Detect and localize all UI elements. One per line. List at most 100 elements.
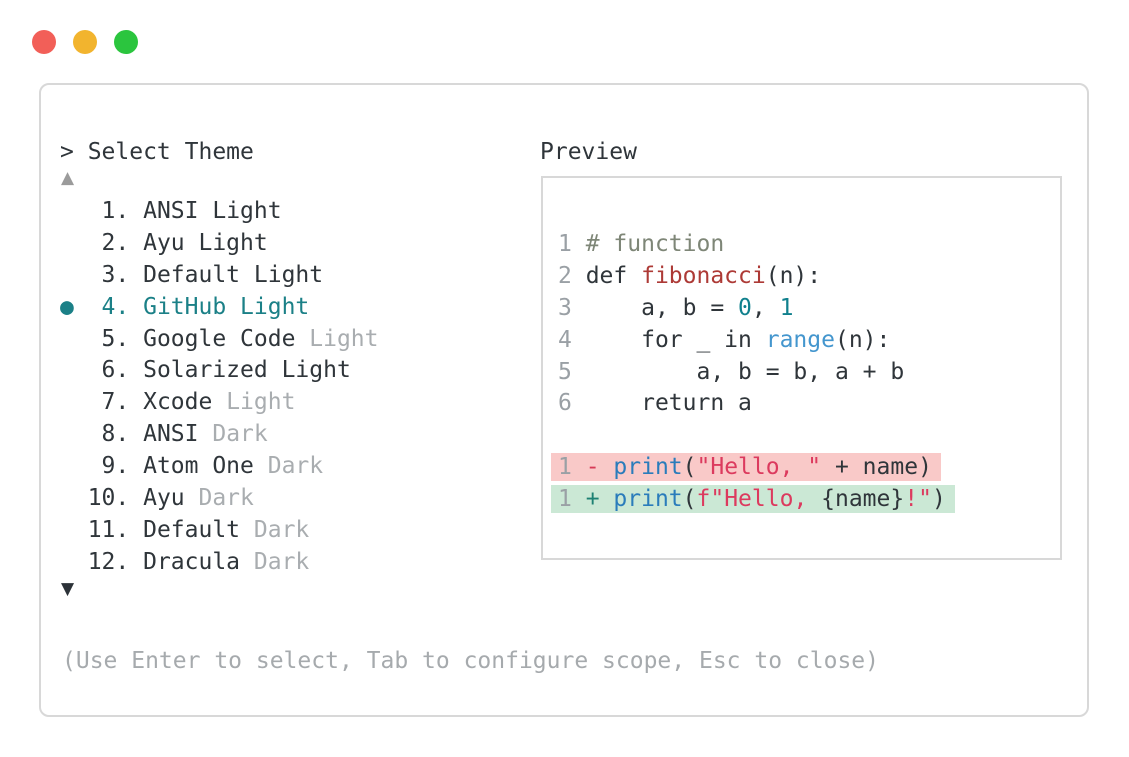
maximize-window-icon[interactable]: [114, 30, 138, 54]
token-text: {name}: [821, 486, 905, 513]
theme-item-google-code-light[interactable]: 5. Google Code Light: [60, 324, 500, 356]
bullet-placeholder: [60, 357, 74, 383]
theme-name: Google Code: [129, 325, 296, 352]
theme-item-ansi-light[interactable]: 1. ANSI Light: [60, 196, 500, 228]
selected-bullet-icon: ●: [60, 293, 74, 320]
theme-variant: Light: [295, 325, 379, 352]
theme-variant: Light: [267, 357, 351, 384]
line-number: 4: [558, 326, 586, 353]
token-num: 1: [779, 294, 794, 321]
theme-name: Xcode: [129, 389, 213, 416]
bullet-placeholder: [60, 421, 74, 447]
token-print: print: [613, 454, 683, 481]
theme-item-dracula-dark[interactable]: 12. Dracula Dark: [60, 547, 500, 579]
theme-number: 4.: [73, 293, 130, 320]
theme-item-ansi-dark[interactable]: 8. ANSI Dark: [60, 419, 500, 451]
code-line: 1 # function: [543, 229, 1060, 261]
token-string: f"Hello,: [696, 486, 822, 513]
theme-item-github-light[interactable]: ● 4. GitHub Light: [60, 292, 500, 324]
theme-variant: Light: [226, 293, 310, 320]
theme-variant: Light: [212, 389, 296, 416]
bullet-placeholder: [60, 262, 74, 288]
theme-item-solarized-light[interactable]: 6. Solarized Light: [60, 355, 500, 387]
theme-name: Default: [129, 516, 241, 543]
close-window-icon[interactable]: [32, 30, 56, 54]
theme-name: GitHub: [129, 293, 227, 320]
minimize-window-icon[interactable]: [73, 30, 97, 54]
theme-item-xcode-light[interactable]: 7. Xcode Light: [60, 387, 500, 419]
token-func: fibonacci: [641, 262, 766, 289]
theme-item-default-light[interactable]: 3. Default Light: [60, 260, 500, 292]
theme-item-default-dark[interactable]: 11. Default Dark: [60, 515, 500, 547]
token-comment: # function: [585, 231, 725, 257]
theme-number: 12.: [73, 548, 130, 575]
bullet-placeholder: [60, 453, 74, 479]
code-line: [543, 420, 1060, 452]
bullet-placeholder: [60, 230, 74, 256]
theme-variant: Dark: [198, 421, 268, 448]
token-text: (n):: [765, 262, 822, 289]
token-text: a, b = b, a + b: [585, 358, 905, 385]
scroll-down-icon[interactable]: ▼: [61, 579, 75, 599]
theme-number: 1.: [73, 198, 130, 224]
diff-line-del: 1 - print("Hello, " + name): [543, 452, 1060, 484]
diff-line-add: 1 + print(f"Hello, {name}!"): [543, 484, 1060, 516]
token-text: (n):: [834, 326, 891, 353]
theme-number: 2.: [73, 229, 130, 256]
theme-item-ayu-dark[interactable]: 10. Ayu Dark: [60, 483, 500, 515]
token-text: ,: [751, 294, 780, 321]
token-print: print: [613, 486, 683, 513]
token-string: !": [904, 486, 932, 513]
theme-variant: Light: [184, 229, 268, 256]
theme-number: 10.: [73, 485, 130, 512]
theme-item-ayu-light[interactable]: 2. Ayu Light: [60, 228, 500, 260]
bullet-placeholder: [60, 517, 74, 543]
bullet-placeholder: [60, 326, 74, 352]
code-line: 6 return a: [543, 388, 1060, 420]
line-number: 1: [558, 486, 586, 513]
theme-name: Ayu: [129, 485, 185, 512]
token-num: 0: [738, 294, 752, 321]
line-number: 5: [558, 358, 586, 385]
theme-variant: Dark: [240, 548, 310, 575]
theme-number: 3.: [73, 261, 130, 288]
line-number: 1: [558, 454, 586, 481]
line-number: 6: [558, 390, 586, 417]
select-theme-prompt: > Select Theme: [60, 139, 254, 165]
line-number: 2: [558, 262, 586, 289]
theme-variant: Dark: [253, 453, 324, 480]
theme-list: 1. ANSI Light 2. Ayu Light 3. Default Li…: [60, 196, 500, 579]
theme-item-atom-one-dark[interactable]: 9. Atom One Dark: [60, 451, 500, 483]
theme-picker-panel: > Select Theme ▲ 1. ANSI Light 2. Ayu Li…: [39, 83, 1089, 717]
theme-number: 9.: [73, 453, 130, 480]
keyboard-hints: (Use Enter to select, Tab to configure s…: [62, 648, 879, 674]
token-string: "Hello, ": [696, 454, 822, 481]
code-line: 5 a, b = b, a + b: [543, 357, 1060, 389]
token-del: -: [585, 454, 614, 481]
theme-variant: Dark: [240, 516, 310, 543]
code-line: 2 def fibonacci(n):: [543, 261, 1060, 293]
window-controls: [32, 30, 138, 54]
theme-variant: Light: [240, 261, 324, 288]
theme-name: Default: [129, 261, 241, 288]
token-text: (: [682, 454, 697, 481]
line-number: 1: [558, 231, 586, 257]
token-text: for _ in: [585, 326, 766, 353]
token-text: a, b =: [585, 294, 739, 321]
theme-number: 7.: [73, 389, 130, 416]
token-text: return a: [585, 390, 752, 417]
theme-variant: Dark: [184, 485, 254, 512]
bullet-placeholder: [60, 198, 74, 224]
token-text: (: [682, 486, 697, 513]
preview-title: Preview: [540, 139, 637, 165]
code-line: 3 a, b = 0, 1: [543, 293, 1060, 325]
bullet-placeholder: [60, 485, 74, 511]
theme-variant: Light: [198, 198, 282, 224]
scroll-up-icon[interactable]: ▲: [61, 168, 75, 188]
code-line: 4 for _ in range(n):: [543, 325, 1060, 357]
theme-name: Atom One: [129, 453, 254, 480]
theme-name: Solarized: [129, 357, 268, 384]
token-text: def: [585, 262, 642, 289]
